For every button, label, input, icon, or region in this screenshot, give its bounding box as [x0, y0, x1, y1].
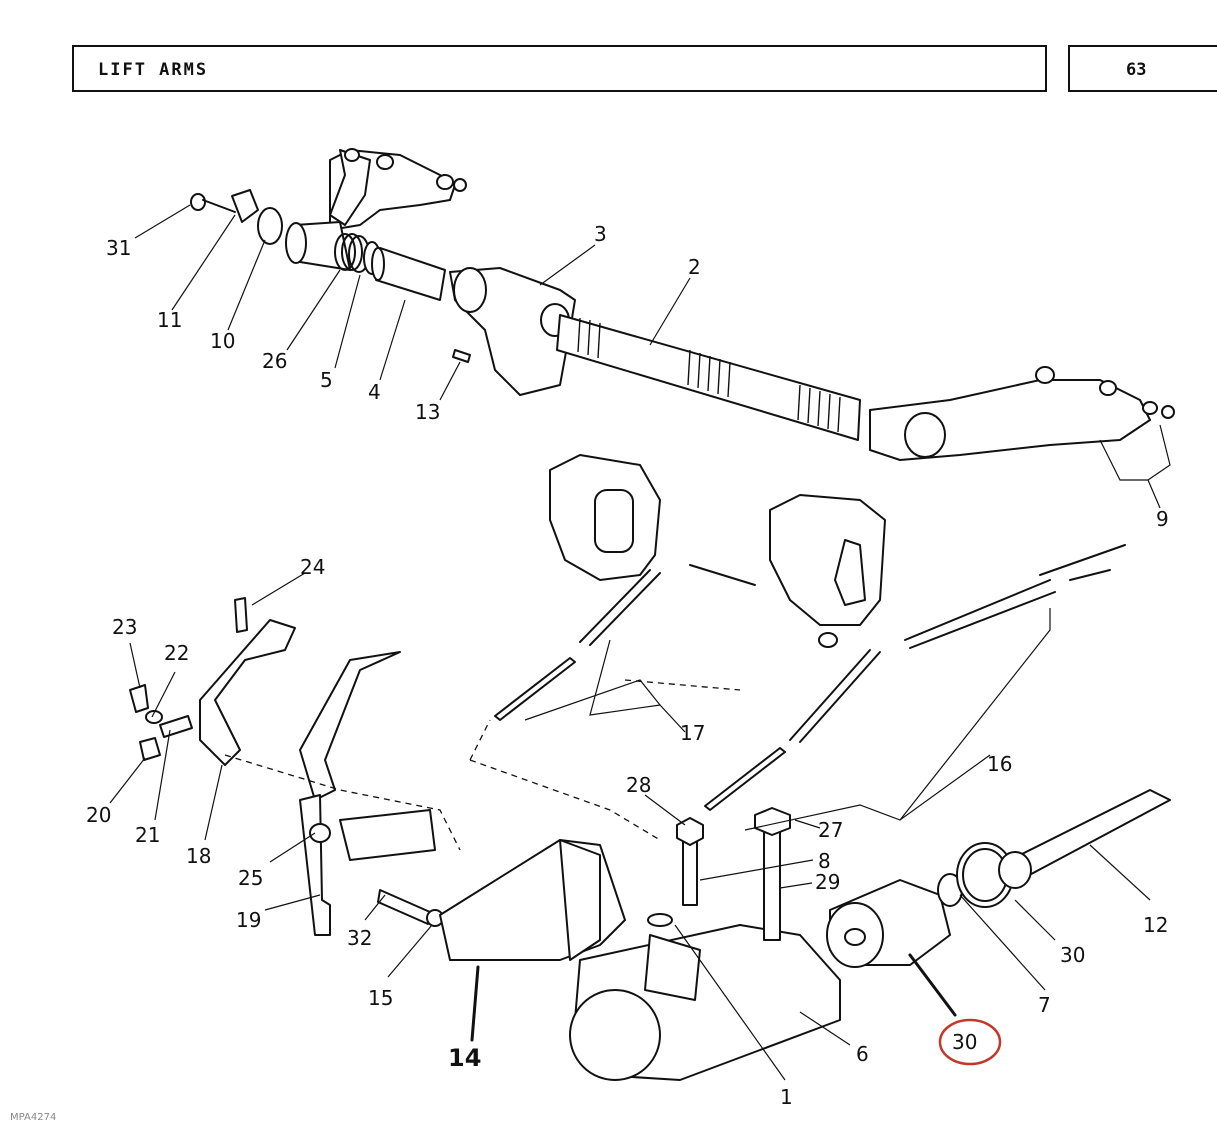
callout-29: 29 [815, 870, 841, 894]
callout-5: 5 [320, 368, 333, 392]
callout-20: 20 [86, 803, 112, 827]
page-number: 63 [1126, 60, 1147, 80]
callout-11: 11 [157, 308, 183, 332]
callout-3: 3 [594, 222, 607, 246]
callout-18: 18 [186, 844, 212, 868]
ram-cylinder-assembly [569, 789, 1171, 1081]
control-brackets [494, 454, 1126, 811]
callout-31: 31 [106, 236, 132, 260]
callout-30-ring: 30 [1060, 943, 1086, 967]
linkage-levers [129, 597, 626, 961]
callout-8: 8 [818, 849, 831, 873]
callout-13: 13 [415, 400, 441, 424]
highlight-circle [938, 1018, 1002, 1066]
callout-10: 10 [210, 329, 236, 353]
callout-7: 7 [1038, 993, 1051, 1017]
callout-1: 1 [780, 1085, 793, 1109]
callout-19: 19 [236, 908, 262, 932]
callout-27: 27 [818, 818, 844, 842]
lift-arm-shaft-assembly [190, 148, 1175, 461]
callout-21: 21 [135, 823, 161, 847]
page-number-box: 63 [1068, 45, 1217, 92]
callout-28: 28 [626, 773, 652, 797]
callout-32: 32 [347, 926, 373, 950]
callout-23: 23 [112, 615, 138, 639]
callout-30-piston: 30 [952, 1030, 978, 1054]
callout-15: 15 [368, 986, 394, 1010]
callout-4: 4 [368, 380, 381, 404]
callout-17: 17 [680, 721, 706, 745]
routing-dashed-lines [224, 679, 741, 851]
callout-22: 22 [164, 641, 190, 665]
leader-lines [109, 204, 1171, 1081]
callout-24: 24 [300, 555, 326, 579]
title-box: LIFT ARMS [72, 45, 1047, 92]
drawing-reference-code: MPA4274 [10, 1112, 57, 1123]
callout-16: 16 [987, 752, 1013, 776]
callout-12: 12 [1143, 913, 1169, 937]
callout-14: 14 [448, 1044, 482, 1072]
callout-9: 9 [1156, 507, 1169, 531]
callout-2: 2 [688, 255, 701, 279]
callout-26: 26 [262, 349, 288, 373]
page-title: LIFT ARMS [98, 60, 209, 80]
callout-25: 25 [238, 866, 264, 890]
callout-6: 6 [856, 1042, 869, 1066]
